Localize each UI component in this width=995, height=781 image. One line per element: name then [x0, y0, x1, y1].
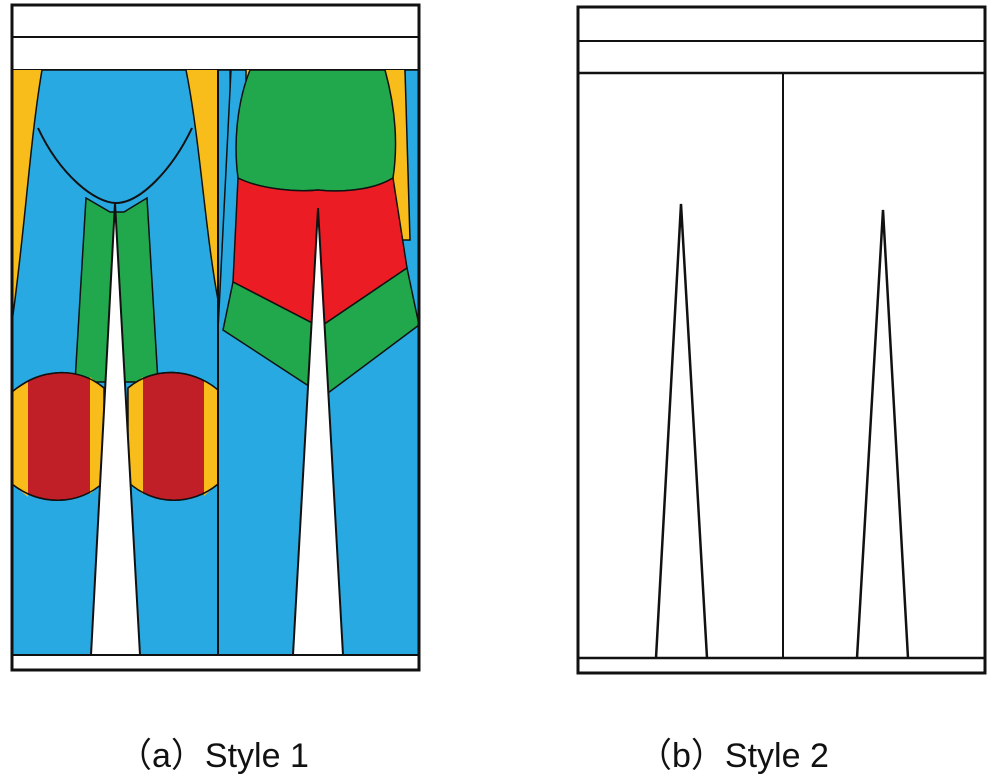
style-1-panel: [10, 3, 421, 672]
style-1-bottom-band: [11, 654, 420, 671]
style-2-left-dart: [654, 203, 709, 659]
style-1-header-band: [11, 36, 420, 71]
right-leg-green-top: [235, 69, 397, 192]
caption-style-2: （b）Style 2: [638, 737, 829, 775]
left-leg-knee-right-yellow-2: [204, 380, 218, 496]
left-leg-knee-left-yellow-1: [12, 382, 28, 497]
style-2-frame: [576, 5, 987, 675]
style-1-frame-outline: [10, 3, 421, 672]
caption-style-1: （a）Style 1: [118, 737, 309, 775]
style-2-panel: [576, 5, 987, 675]
left-leg-knee-right-yellow-1: [128, 377, 143, 494]
style-2-right-dart: [855, 209, 910, 659]
